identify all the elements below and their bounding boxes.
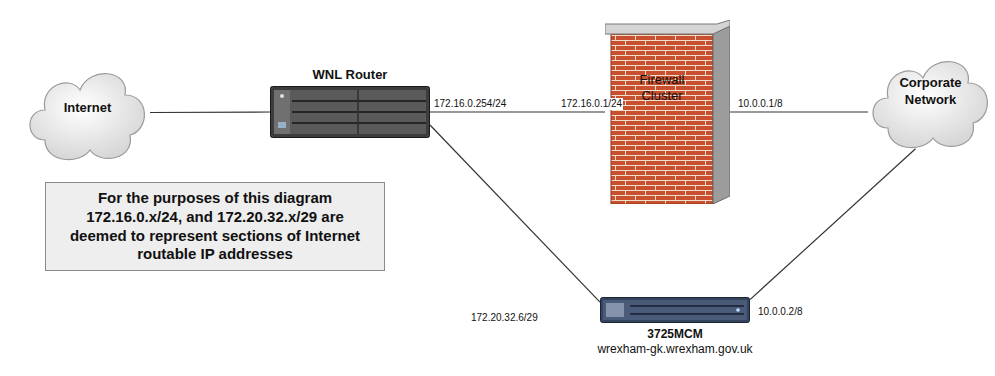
firewall-wall-art (605, 20, 730, 204)
ip-address-label: 172.16.0.254/24 (433, 98, 507, 110)
router-device-art (270, 86, 430, 138)
network-link (750, 149, 916, 300)
ip-address-label: 10.0.0.2/8 (757, 306, 803, 318)
network-link (150, 111, 270, 113)
cloud-outline (30, 74, 144, 160)
note-box: For the purposes of this diagram 172.16.… (45, 182, 385, 271)
network-link (430, 125, 600, 302)
internet-cloud: Internet (25, 55, 150, 170)
ip-address-label: 172.16.0.1/24 (560, 98, 623, 110)
gatekeeper-device: 3725MCMwrexham-gk.wrexham.gov.uk (600, 297, 750, 323)
router-device: WNL Router (270, 86, 430, 138)
node-title: Firewall Cluster (627, 72, 697, 105)
network-link (430, 111, 605, 112)
ip-address-label: 172.20.32.6/29 (470, 312, 539, 324)
node-subtitle: wrexham-gk.wrexham.gov.uk (597, 342, 752, 357)
network-link (730, 111, 868, 112)
node-title: For the purposes of this diagram 172.16.… (56, 189, 374, 264)
node-title: 3725MCM (597, 327, 752, 342)
gatekeeper-device-art (600, 297, 750, 323)
cloud-outline (873, 62, 987, 148)
ip-address-label: 10.0.0.1/8 (737, 98, 783, 110)
node-title: Internet (64, 100, 112, 116)
node-title: Corporate Network (886, 75, 976, 108)
corporate-cloud: Corporate Network (868, 43, 993, 158)
node-title: WNL Router (313, 67, 388, 83)
firewall-wall: Firewall Cluster (605, 20, 730, 204)
